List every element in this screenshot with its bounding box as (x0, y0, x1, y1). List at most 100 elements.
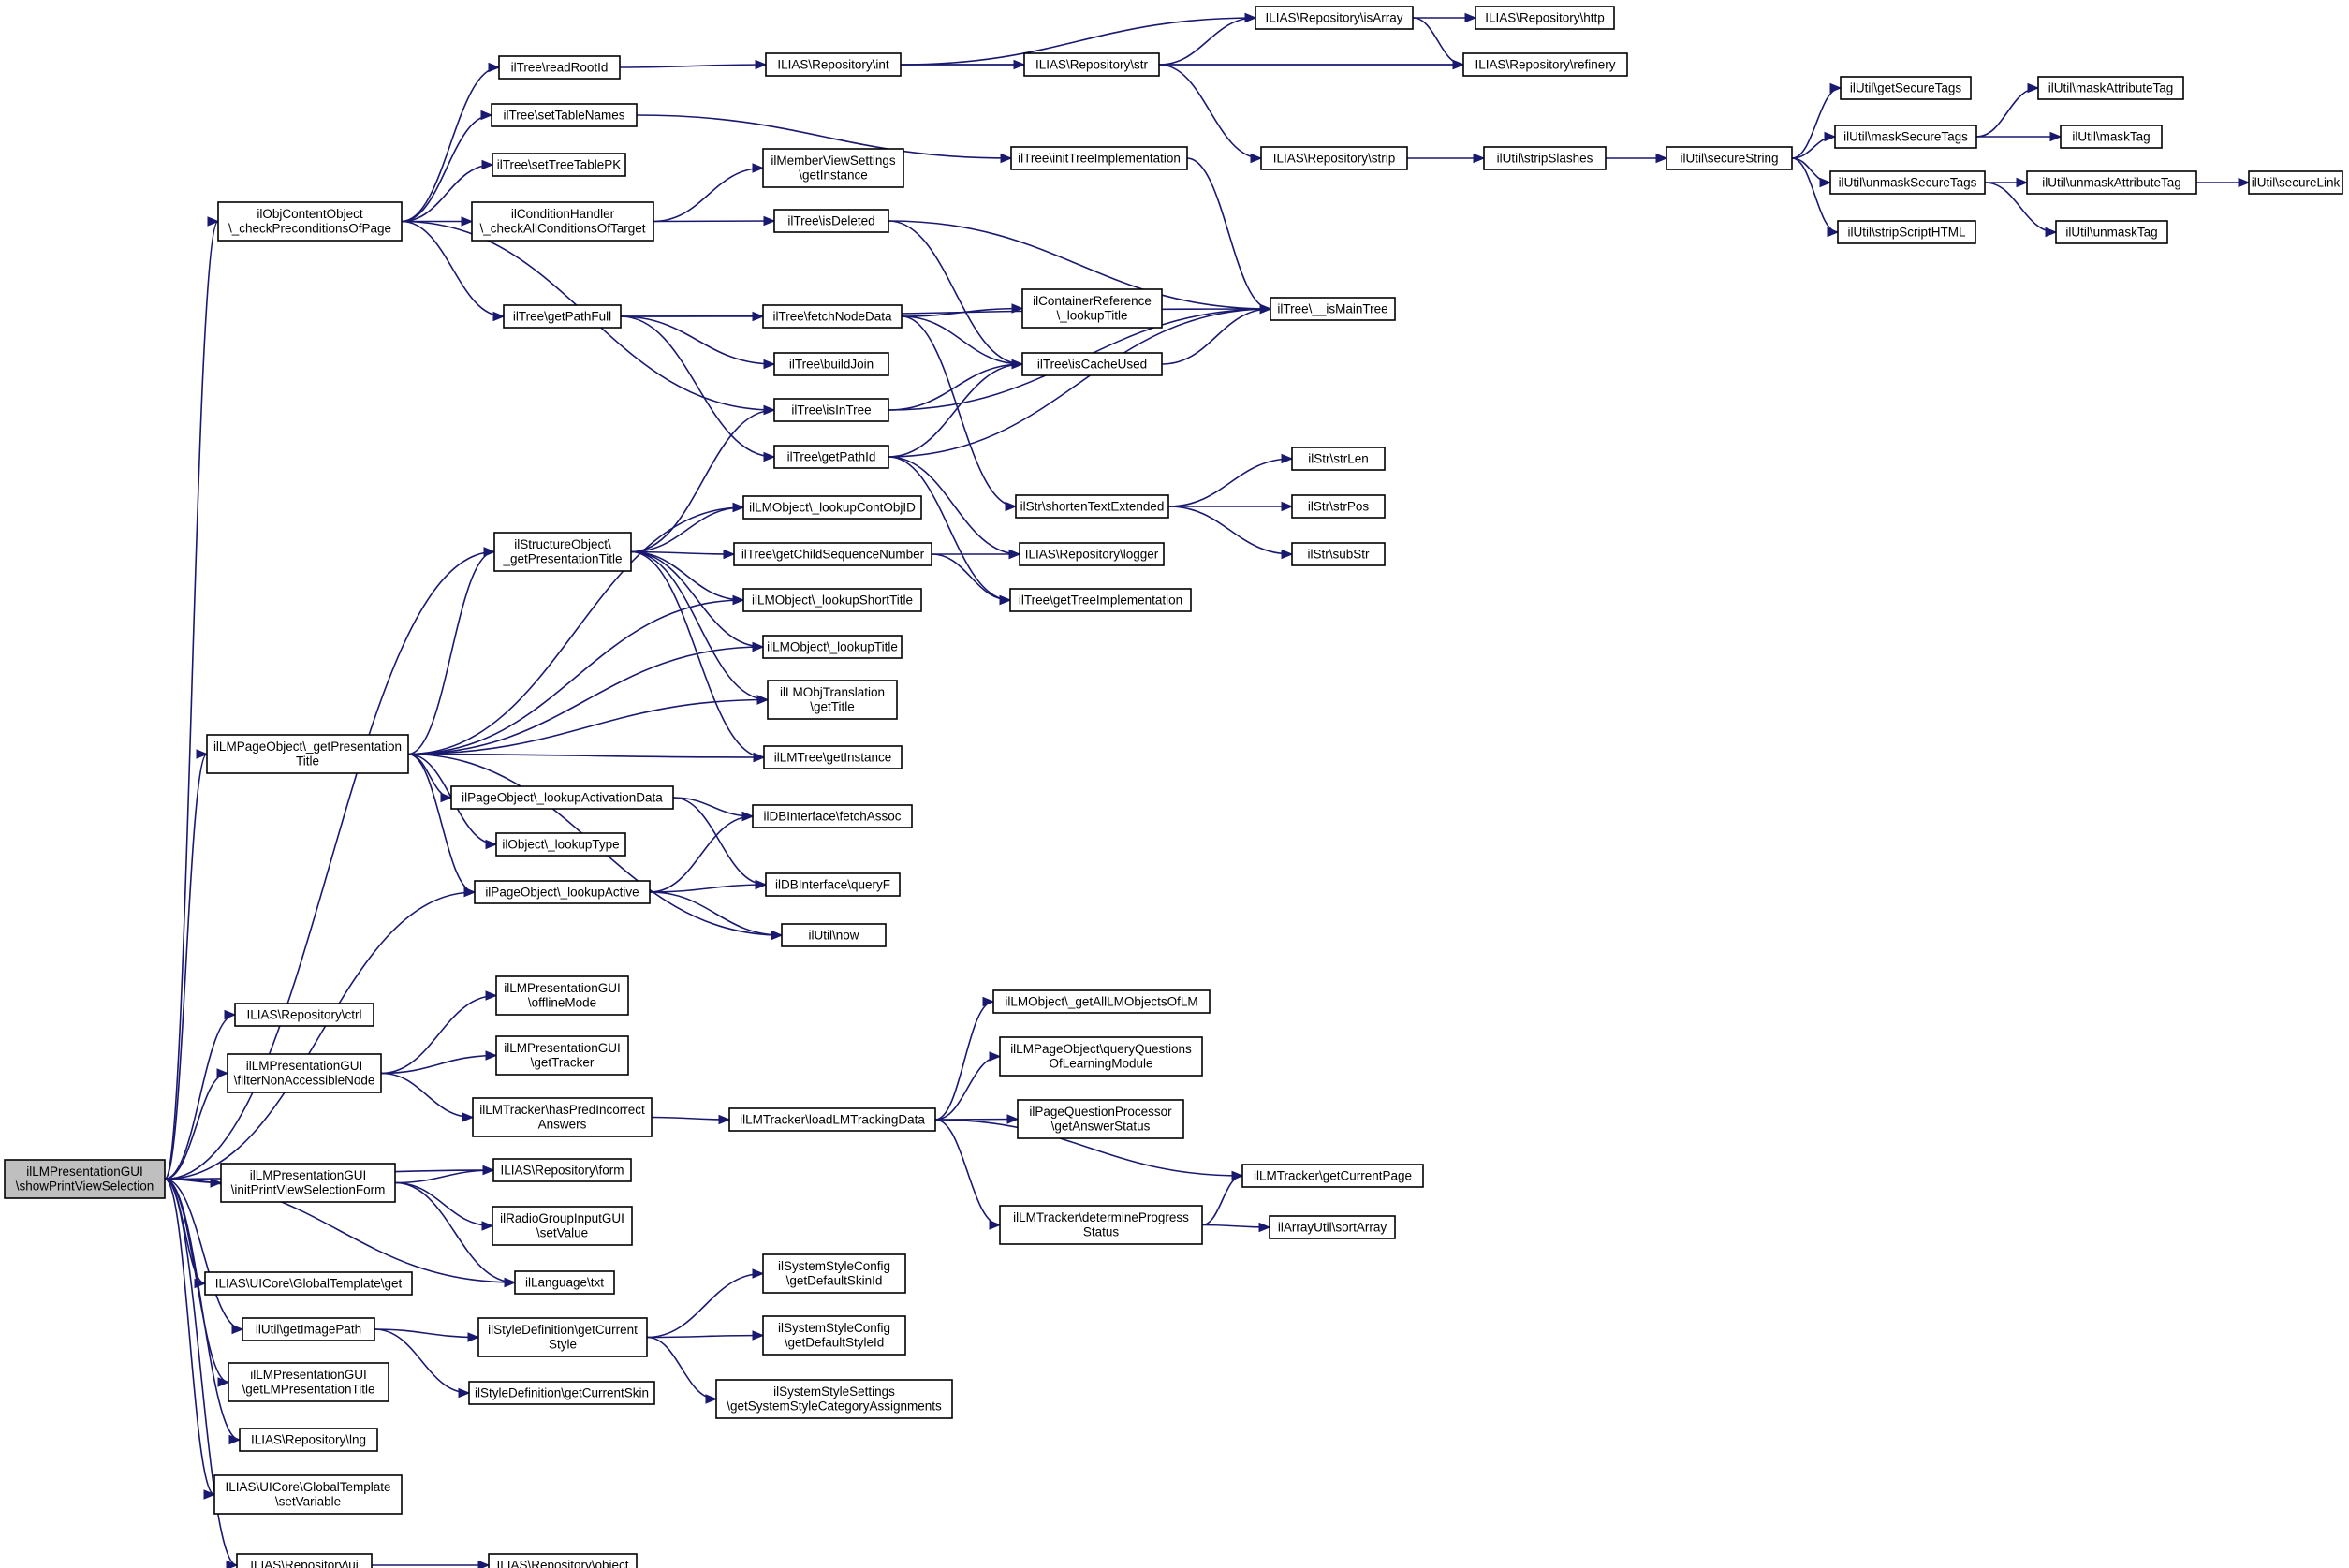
node-ilpageobject-lookupactive[interactable]: ilPageObject\_lookupActive (474, 880, 651, 904)
node-ilsystemstyleconfig-getdefaultstyleid[interactable]: ilSystemStyleConfig\getDefaultStyleId (762, 1315, 906, 1356)
node-illmobject-lookupcontobjid[interactable]: ilLMObject\_lookupContObjID (742, 495, 922, 520)
node-illmtree-getinstance[interactable]: ilLMTree\getInstance (763, 745, 903, 769)
node-ilias-repository-object[interactable]: ILIAS\Repository\object (488, 1553, 638, 1568)
node-ilstr-substr[interactable]: ilStr\subStr (1291, 542, 1386, 566)
edge-arrowhead (1464, 12, 1477, 23)
node-illmobject-getalllmobjectsoflm[interactable]: ilLMObject\_getAllLMObjectsOfLM (992, 989, 1211, 1014)
node-box (762, 148, 904, 188)
node-illmobject-lookuptitle[interactable]: ilLMObject\_lookupTitle (762, 635, 903, 659)
node-label: \_checkPreconditionsOfPage (228, 222, 391, 236)
node-ilobject-lookuptype[interactable]: ilObject\_lookupType (495, 832, 626, 857)
node-ilias-repository-ui[interactable]: ILIAS\Repository\ui (236, 1553, 373, 1568)
node-illmpresentationgui-gettracker[interactable]: ilLMPresentationGUI\getTracker (495, 1035, 629, 1076)
node-iltree-buildjoin[interactable]: ilTree\buildJoin (773, 352, 889, 376)
node-illmpageobject-queryquestions-oflearningmodule[interactable]: ilLMPageObject\queryQuestionsOfLearningM… (999, 1036, 1203, 1077)
node-ilarrayutil-sortarray[interactable]: ilArrayUtil\sortArray (1269, 1215, 1396, 1239)
node-ilias-repository-isarray[interactable]: ILIAS\Repository\isArray (1255, 6, 1414, 30)
node-ilutil-now[interactable]: ilUtil\now (781, 923, 887, 947)
node-iltree-settablenames[interactable]: ilTree\setTableNames (491, 103, 638, 127)
node-ilstyledefinition-getcurrentskin[interactable]: ilStyleDefinition\getCurrentSkin (468, 1381, 655, 1405)
node-ilpageobject-lookupactivationdata[interactable]: ilPageObject\_lookupActivationData (450, 785, 674, 810)
node-iltree-gettreeimplementation[interactable]: ilTree\getTreeImplementation (1009, 588, 1192, 612)
edge-n46-to-n59 (934, 1001, 994, 1121)
node-ilias-repository-int[interactable]: ILIAS\Repository\int (765, 52, 902, 77)
node-ilcontainerreference-lookuptitle[interactable]: ilContainerReference\_lookupTitle (1021, 288, 1163, 329)
node-iltree-getpathid[interactable]: ilTree\getPathId (773, 445, 889, 469)
node-box (762, 1315, 906, 1356)
node-ilutil-masktag[interactable]: ilUtil\maskTag (2060, 125, 2163, 149)
node-ilutil-securelink[interactable]: ilUtil\secureLink (2248, 170, 2343, 195)
node-illmobjtranslation-gettitle[interactable]: ilLMObjTranslation\getTitle (767, 680, 898, 720)
node-ilutil-unmasksecuretags[interactable]: ilUtil\unmaskSecureTags (1829, 170, 1986, 195)
node-illmpageobject-getpresentation-title[interactable]: ilLMPageObject\_getPresentationTitle (206, 734, 409, 774)
node-ilias-repository-form[interactable]: ILIAS\Repository\form (492, 1158, 632, 1182)
node-box (234, 1003, 374, 1027)
node-iltree-iscacheused[interactable]: ilTree\isCacheUsed (1021, 352, 1163, 376)
node-iltree-isintree[interactable]: ilTree\isInTree (773, 398, 889, 422)
node-ilstructureobject-getpresentationtitle[interactable]: ilStructureObject\_getPresentationTitle (493, 532, 632, 572)
node-box (220, 1163, 396, 1203)
node-ilias-repository-strip[interactable]: ILIAS\Repository\strip (1260, 146, 1408, 170)
node-iltree-getchildsequencenumber[interactable]: ilTree\getChildSequenceNumber (733, 542, 932, 566)
node-ilobjcontentobject-checkpreconditionsofpage[interactable]: ilObjContentObject\_checkPreconditionsOf… (217, 201, 403, 242)
node-ilutil-securestring[interactable]: ilUtil\secureString (1666, 146, 1793, 170)
node-ilias-repository-lng[interactable]: ILIAS\Repository\lng (239, 1428, 378, 1452)
node-iltree-ismaintree[interactable]: ilTree\__isMainTree (1270, 297, 1396, 321)
node-ilsystemstyleconfig-getdefaultskinid[interactable]: ilSystemStyleConfig\getDefaultSkinId (762, 1253, 906, 1294)
node-ilradiogroupinputgui-setvalue[interactable]: ilRadioGroupInputGUI\setValue (492, 1206, 633, 1246)
node-ilconditionhandler-checkallconditionsoftarget[interactable]: ilConditionHandler\_checkAllConditionsOf… (471, 201, 654, 242)
node-ildbinterface-fetchassoc[interactable]: ilDBInterface\fetchAssoc (752, 804, 913, 828)
node-box (492, 1206, 633, 1246)
node-ilutil-getimagepath[interactable]: ilUtil\getImagePath (242, 1317, 375, 1341)
edge-root-to-n12 (164, 1178, 238, 1566)
node-ilutil-stripscripthtml[interactable]: ilUtil\stripScriptHTML (1837, 220, 1976, 244)
node-illmpresentationgui-offlinemode[interactable]: ilLMPresentationGUI\offlineMode (495, 975, 629, 1016)
node-ilstr-shortentextextended[interactable]: ilStr\shortenTextExtended (1015, 494, 1169, 519)
node-iltree-isdeleted[interactable]: ilTree\isDeleted (773, 209, 889, 233)
node-iltree-inittreeimplementation[interactable]: ilTree\initTreeImplementation (1010, 146, 1188, 170)
node-ilias-repository-str[interactable]: ILIAS\Repository\str (1023, 52, 1160, 77)
edge-arrowhead (2045, 227, 2058, 238)
node-ilutil-getsecuretags[interactable]: ilUtil\getSecureTags (1840, 76, 1972, 100)
edge-arrowhead (763, 451, 776, 462)
node-box (1475, 6, 1615, 30)
node-ilutil-unmaskattributetag[interactable]: ilUtil\unmaskAttributeTag (2026, 170, 2197, 195)
node-illmobject-lookupshorttitle[interactable]: ilLMObject\_lookupShortTitle (742, 588, 922, 612)
node-ilstr-strpos[interactable]: ilStr\strPos (1291, 494, 1386, 519)
node-ilutil-stripslashes[interactable]: ilUtil\stripSlashes (1483, 146, 1607, 170)
node-iltree-settreetablepk[interactable]: ilTree\setTreeTablePK (492, 153, 626, 177)
node-ilutil-masksecuretags[interactable]: ilUtil\maskSecureTags (1834, 125, 1977, 149)
node-illanguage-txt[interactable]: ilLanguage\txt (514, 1270, 615, 1295)
node-ilias-repository-refinery[interactable]: ILIAS\Repository\refinery (1462, 52, 1628, 77)
node-illmtracker-loadlmtrackingdata[interactable]: ilLMTracker\loadLMTrackingData (728, 1107, 936, 1132)
node-ilias-repository-http[interactable]: ILIAS\Repository\http (1475, 6, 1615, 30)
node-ilsystemstylesettings-getsystemstylecategoryassignments[interactable]: ilSystemStyleSettings\getSystemStyleCate… (715, 1379, 953, 1419)
node-ilpagequestionprocessor-getanswerstatus[interactable]: ilPageQuestionProcessor\getAnswerStatus (1017, 1099, 1184, 1139)
node-illmpresentationgui-initprintviewselectionform[interactable]: ilLMPresentationGUI\initPrintViewSelecti… (220, 1163, 396, 1203)
node-label: ilStyleDefinition\getCurrentSkin (475, 1385, 649, 1399)
node-iltree-fetchnodedata[interactable]: ilTree\fetchNodeData (762, 304, 903, 329)
edge-arrowhead (461, 216, 474, 227)
node-illmpresentationgui-filternonaccessiblenode[interactable]: ilLMPresentationGUI\filterNonAccessibleN… (227, 1053, 382, 1093)
node-ilstr-strlen[interactable]: ilStr\strLen (1291, 447, 1386, 471)
node-ildbinterface-queryf[interactable]: ilDBInterface\queryF (765, 872, 901, 897)
node-ilutil-maskattributetag[interactable]: ilUtil\maskAttributeTag (2037, 76, 2184, 100)
node-label: ilStr\strPos (1308, 499, 1370, 513)
node-label: ilRadioGroupInputGUI (500, 1211, 624, 1225)
edge-n16-to-n31 (653, 167, 764, 223)
node-ilutil-unmasktag[interactable]: ilUtil\unmaskTag (2055, 220, 2168, 244)
node-ilias-uicore-globaltemplate-setvariable[interactable]: ILIAS\UICore\GlobalTemplate\setVariable (213, 1474, 403, 1515)
node-iltree-getpathfull[interactable]: ilTree\getPathFull (503, 304, 622, 329)
node-illmpresentationgui-showprintviewselection[interactable]: ilLMPresentationGUI\showPrintViewSelecti… (4, 1159, 166, 1199)
node-illmtracker-getcurrentpage[interactable]: ilLMTracker\getCurrentPage (1241, 1164, 1424, 1188)
node-ilias-repository-ctrl[interactable]: ILIAS\Repository\ctrl (234, 1003, 374, 1027)
node-ilias-repository-logger[interactable]: ILIAS\Repository\logger (1019, 542, 1165, 566)
node-ilmemberviewsettings-getinstance[interactable]: ilMemberViewSettings\getInstance (762, 148, 904, 188)
edge-n33-to-n55 (901, 315, 1023, 365)
node-iltree-readrootid[interactable]: ilTree\readRootId (498, 55, 621, 80)
node-ilias-uicore-globaltemplate-get[interactable]: ILIAS\UICore\GlobalTemplate\get (204, 1271, 413, 1296)
node-illmpresentationgui-getlmpresentationtitle[interactable]: ilLMPresentationGUI\getLMPresentationTit… (228, 1362, 389, 1402)
